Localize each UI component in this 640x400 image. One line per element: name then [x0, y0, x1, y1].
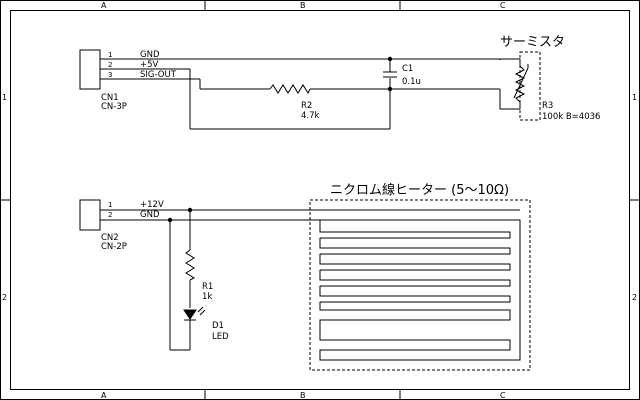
r2-value: 4.7k: [301, 111, 320, 121]
heater-outline: [309, 199, 531, 371]
thermistor-title: サーミスタ: [500, 35, 565, 50]
cn2-ref: CN2: [101, 233, 119, 243]
junction-gnd: [167, 217, 173, 223]
cn2-pin2-net: GND: [140, 210, 160, 220]
cn1-pin1-number: 1: [108, 51, 112, 59]
col-label-c-top: C: [500, 1, 506, 10]
cn1-pin2-number: 2: [108, 61, 112, 69]
thermistor-slash: [513, 67, 529, 99]
junction-12v: [187, 207, 193, 213]
row-label-2-left: 2: [2, 293, 7, 302]
d1-ref: D1: [212, 321, 224, 331]
c1-capacitor-symbol: [383, 71, 397, 78]
row-label-2-right: 2: [632, 293, 637, 302]
d1-led-symbol: [183, 306, 206, 321]
heater-element-serpentine: [319, 219, 521, 361]
r2-ref: R2: [301, 101, 312, 111]
r1-resistor-symbol: [185, 249, 196, 281]
c1-ref: C1: [402, 64, 413, 74]
c1-value: 0.1u: [402, 77, 421, 87]
heater-title: ニクロム線ヒーター (5〜10Ω): [330, 182, 509, 198]
cn1-pin1-net: GND: [140, 50, 160, 60]
col-label-b-top: B: [300, 1, 306, 10]
col-label-c-bottom: C: [500, 391, 506, 400]
d1-value: LED: [212, 332, 229, 342]
r3-value: 100k B=4036: [542, 112, 600, 122]
cn1-pin3-net: SIG-OUT: [140, 70, 177, 80]
col-label-a-top: A: [101, 1, 107, 10]
cn1-ref: CN1: [101, 93, 119, 103]
cn1-connector-body: [79, 49, 101, 90]
junction-c1-bottom: [387, 86, 393, 92]
cn2-pin2-number: 2: [108, 211, 112, 219]
cn1-pin3-number: 3: [108, 71, 112, 79]
r2-resistor-symbol: [269, 84, 311, 95]
cn1-pin2-net: +5V: [140, 60, 159, 70]
cn2-connector-body: [79, 199, 101, 231]
row-label-1-left: 1: [2, 93, 7, 102]
r1-value: 1k: [202, 292, 212, 302]
col-label-b-bottom: B: [300, 391, 306, 400]
cn2-pin1-number: 1: [108, 201, 112, 209]
cn2-pin1-net: +12V: [140, 200, 164, 210]
col-label-a-bottom: A: [101, 391, 107, 400]
cn2-part: CN-2P: [101, 242, 127, 252]
row-label-1-right: 1: [632, 93, 637, 102]
junction-c1-top: [387, 56, 393, 62]
r3-ref: R3: [542, 101, 553, 111]
cn1-part: CN-3P: [101, 102, 127, 112]
r1-ref: R1: [202, 282, 213, 292]
